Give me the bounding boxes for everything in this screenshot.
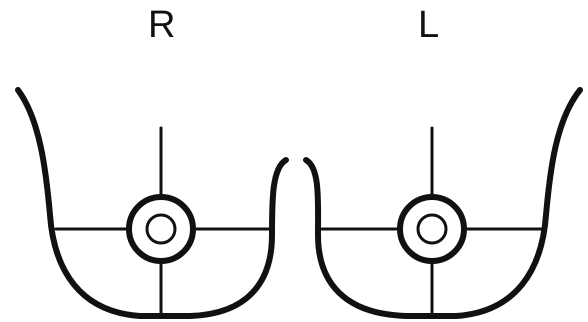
left-breast-diagram — [306, 90, 580, 316]
left-side-label: L — [418, 6, 439, 44]
left-nipple — [418, 215, 446, 243]
right-breast-diagram — [18, 90, 286, 316]
right-side-label: R — [148, 6, 175, 44]
right-breast-outline — [18, 90, 286, 316]
left-areola — [400, 197, 464, 261]
right-areola — [129, 197, 193, 261]
right-nipple — [147, 215, 175, 243]
left-breast-outline — [306, 90, 580, 316]
